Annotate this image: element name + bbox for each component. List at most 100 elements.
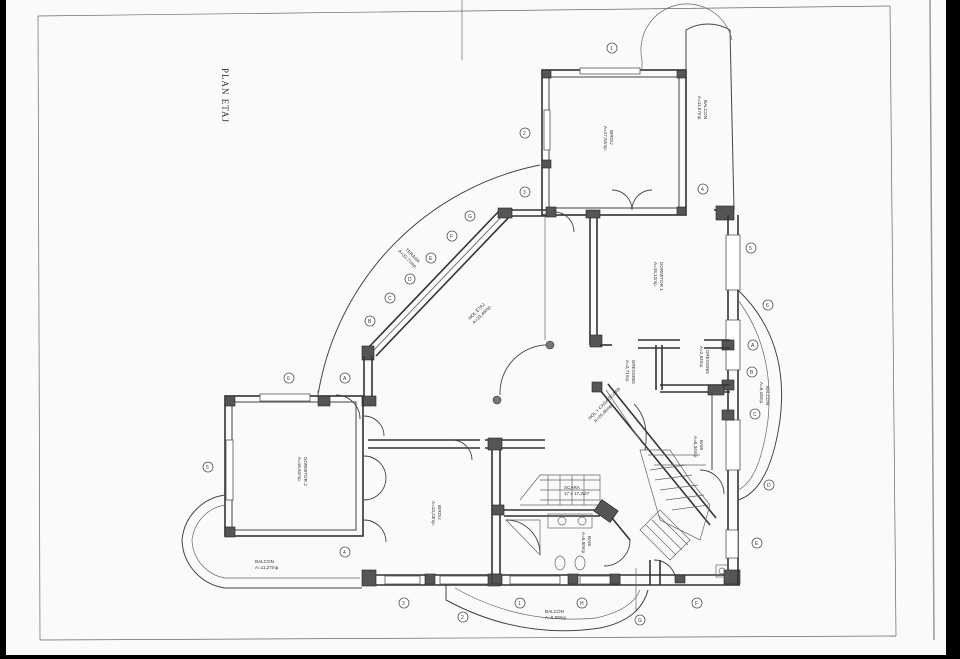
sheet-border-right <box>889 5 897 637</box>
axis-marker-27: G <box>464 210 476 222</box>
axis-marker-23: C <box>384 292 396 304</box>
axis-marker-19: 5 <box>202 461 214 473</box>
svg-text:DORMITOR 1: DORMITOR 1 <box>659 262 664 291</box>
svg-text:BIROU: BIROU <box>609 130 614 145</box>
svg-text:A=11,57mp.: A=11,57mp. <box>697 96 702 121</box>
hall-curve <box>499 344 551 396</box>
svg-text:4: 4 <box>343 550 346 556</box>
bottom-office-block <box>368 437 631 585</box>
svg-text:BALCON: BALCON <box>255 559 274 564</box>
svg-text:A=13,23mp.: A=13,23mp. <box>431 501 436 526</box>
svg-text:C: C <box>753 412 757 418</box>
hall-column-top <box>545 340 555 350</box>
axis-marker-21: A <box>339 372 351 384</box>
axis-marker-10: D <box>763 479 775 491</box>
svg-text:A=6,80mp.: A=6,80mp. <box>581 532 586 554</box>
plan-title: PLAN ETAJ <box>220 68 230 123</box>
axis-marker-11: E <box>751 537 763 549</box>
svg-text:E: E <box>429 256 433 262</box>
svg-text:A=2,84mp.: A=2,84mp. <box>699 346 704 368</box>
axis-marker-6: 6 <box>762 299 774 311</box>
paper-sheet <box>6 0 946 655</box>
svg-text:3: 3 <box>523 190 526 196</box>
axis-marker-24: D <box>404 273 416 285</box>
room-label-baie-bottom: BAIE A=6,80mp. <box>581 532 592 554</box>
svg-text:E: E <box>755 541 759 547</box>
axis-marker-4: 4 <box>697 183 709 195</box>
axis-marker-22: B <box>364 315 376 327</box>
structural-columns <box>491 573 686 585</box>
svg-text:C: C <box>388 296 392 302</box>
room-label-balcon-right: BALCON A=6,18mp. <box>759 382 770 405</box>
svg-text:1: 1 <box>610 46 613 52</box>
svg-text:1: 1 <box>518 601 521 607</box>
svg-text:A=6,34mp.: A=6,34mp. <box>693 436 698 458</box>
axis-marker-9: C <box>749 408 761 420</box>
svg-text:G: G <box>638 618 642 624</box>
right-balcony-outline <box>737 289 783 501</box>
svg-text:DRESSING: DRESSING <box>631 360 636 384</box>
axis-marker-17: 3 <box>398 597 410 609</box>
axis-marker-15: 1 <box>514 597 526 609</box>
axis-marker-18: 4 <box>339 546 351 558</box>
room-label-dormitor1: DORMITOR 1 A=18,12mp. <box>653 262 664 291</box>
svg-text:F: F <box>450 234 453 240</box>
bedroom-1-block <box>585 205 741 520</box>
svg-text:A: A <box>751 343 755 349</box>
svg-text:2: 2 <box>523 131 526 137</box>
bottom-exterior-wall <box>361 520 741 587</box>
svg-text:6: 6 <box>287 376 290 382</box>
bottom-balcony-outline <box>445 585 649 632</box>
room-label-balcon-bottom: BALCON A=8,58mp. <box>545 609 567 620</box>
axis-marker-7: A <box>747 339 759 351</box>
svg-text:SCARA: SCARA <box>564 485 581 490</box>
svg-text:G: G <box>468 214 472 220</box>
axis-marker-20: 6 <box>283 372 295 384</box>
room-label-dormitor2: DORMITOR 2 A=16,52mp. <box>297 457 308 486</box>
svg-text:BAIE: BAIE <box>699 440 704 450</box>
svg-text:5: 5 <box>749 246 752 252</box>
room-label-dressing1: DRESSING A=2,71mp. <box>625 360 636 384</box>
svg-text:BALCON: BALCON <box>765 386 770 405</box>
svg-text:A=2,71mp.: A=2,71mp. <box>625 360 630 382</box>
axis-marker-3: 3 <box>519 186 531 198</box>
axis-marker-14: H <box>576 597 588 609</box>
left-balcony-outline <box>181 494 362 589</box>
axis-marker-12: F <box>691 597 703 609</box>
svg-text:A=16,52mp.: A=16,52mp. <box>297 457 302 482</box>
svg-text:17 x 17,2/27: 17 x 17,2/27 <box>564 491 590 496</box>
svg-text:D: D <box>767 483 771 489</box>
svg-text:6: 6 <box>766 303 769 309</box>
svg-text:A=6,18mp.: A=6,18mp. <box>759 382 764 404</box>
svg-text:5: 5 <box>206 465 209 471</box>
svg-text:DORMITOR 2: DORMITOR 2 <box>303 457 308 486</box>
room-label-birou-top: BIROU A=17,52mp. <box>603 126 614 151</box>
svg-text:A=11,27mp.: A=11,27mp. <box>255 565 280 570</box>
svg-text:3: 3 <box>402 601 405 607</box>
hall-column-bottom <box>492 395 502 405</box>
room-label-birou-bottom: BIROU A=13,23mp. <box>431 501 442 526</box>
sheet-border-top <box>37 5 891 17</box>
svg-text:A=17,52mp.: A=17,52mp. <box>603 126 608 151</box>
svg-text:4: 4 <box>701 187 704 193</box>
axis-marker-26: F <box>446 230 458 242</box>
svg-text:H: H <box>580 601 584 607</box>
sheet-border-left <box>37 15 41 641</box>
terrace-arc <box>317 164 541 396</box>
svg-text:A=18,12mp.: A=18,12mp. <box>653 262 658 287</box>
svg-text:BALCON: BALCON <box>545 609 564 614</box>
top-balcony-arc <box>640 3 733 70</box>
svg-text:BALCON: BALCON <box>703 100 708 119</box>
svg-text:A=8,58mp.: A=8,58mp. <box>545 615 567 620</box>
axis-marker-16: 2 <box>457 611 469 623</box>
svg-text:B: B <box>368 319 372 325</box>
svg-text:BIROU: BIROU <box>437 505 442 520</box>
sheet-border-bottom <box>39 635 897 641</box>
svg-text:F: F <box>695 601 698 607</box>
axis-marker-2: 2 <box>519 127 531 139</box>
svg-text:2: 2 <box>461 615 464 621</box>
room-label-balcon-top: BALCON A=11,57mp. <box>697 96 708 121</box>
axis-marker-5: 5 <box>745 242 757 254</box>
